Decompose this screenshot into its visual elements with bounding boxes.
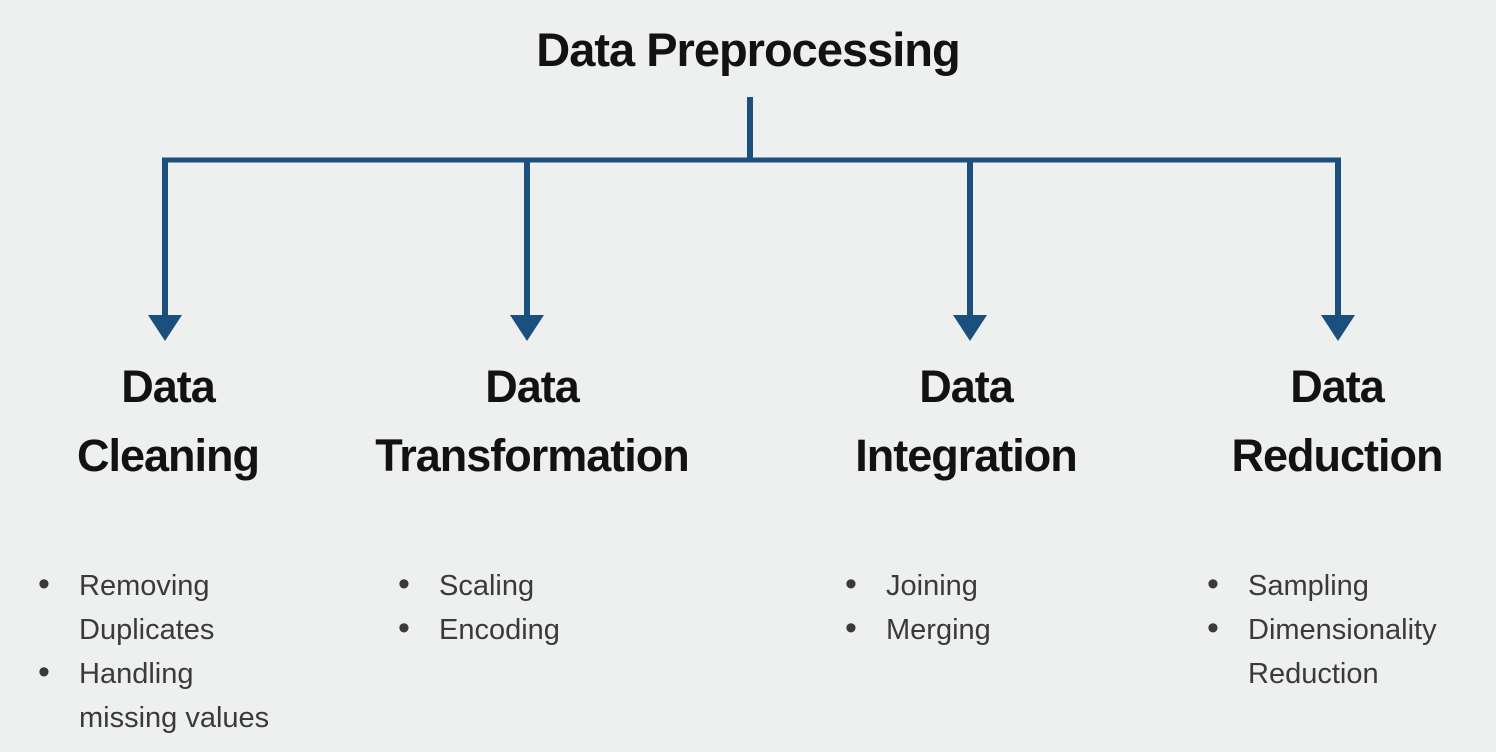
- branch-item-list: Sampling Dimensionality Reduction: [1207, 562, 1489, 696]
- branch-heading: Data Cleaning: [8, 352, 328, 490]
- branch-heading: Data Reduction: [1180, 352, 1494, 490]
- branch-heading-line1: Data: [919, 361, 1014, 412]
- list-item: Merging: [845, 606, 1105, 652]
- arrow-down-icon-2: [510, 158, 544, 341]
- list-item: Sampling: [1207, 562, 1489, 608]
- branch-data-cleaning: Data Cleaning Removing Duplicates Handli…: [8, 352, 328, 734]
- branch-heading-line1: Data: [121, 361, 216, 412]
- diagram-title: Data Preprocessing: [536, 23, 960, 76]
- branch-heading-line1: Data: [1290, 361, 1385, 412]
- arrow-down-icon-4: [1321, 158, 1355, 341]
- list-item: Scaling: [398, 562, 698, 608]
- branch-data-transformation: Data Transformation Scaling Encoding: [330, 352, 734, 650]
- branch-heading-line2: Transformation: [375, 430, 690, 481]
- branch-item-list: Removing Duplicates Handling missing val…: [38, 562, 270, 740]
- branch-data-reduction: Data Reduction Sampling Dimensionality R…: [1180, 352, 1494, 690]
- branch-heading-line2: Integration: [855, 430, 1078, 481]
- list-item: Handling missing values: [38, 650, 270, 740]
- list-item: Encoding: [398, 606, 698, 652]
- arrow-down-icon-3: [953, 158, 987, 341]
- branch-item-list: Joining Merging: [845, 562, 1105, 652]
- branch-heading-line2: Cleaning: [76, 430, 260, 481]
- arrow-down-icon-1: [148, 158, 182, 341]
- branch-heading: Data Integration: [806, 352, 1126, 490]
- branch-item-list: Scaling Encoding: [398, 562, 698, 652]
- list-item: Dimensionality Reduction: [1207, 606, 1489, 696]
- branch-heading-line2: Reduction: [1231, 430, 1444, 481]
- list-item: Joining: [845, 562, 1105, 608]
- branch-heading: Data Transformation: [330, 352, 734, 490]
- branch-heading-line1: Data: [485, 361, 580, 412]
- list-item: Removing Duplicates: [38, 562, 270, 652]
- branch-data-integration: Data Integration Joining Merging: [806, 352, 1126, 650]
